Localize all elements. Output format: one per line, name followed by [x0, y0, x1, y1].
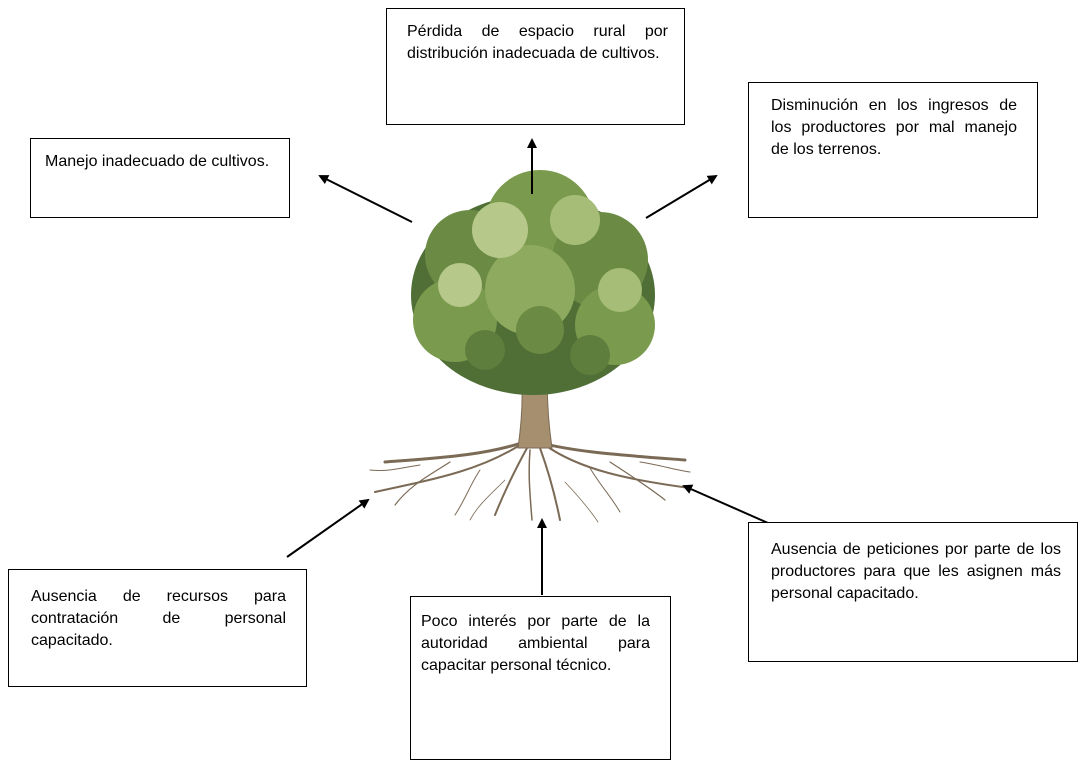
cause-box-bottom-center: Poco interés por parte de la autoridad a… — [410, 596, 671, 760]
effect-box-top-right: Disminución en los ingresos de los produ… — [748, 82, 1038, 218]
arrow-from-bottom-right — [682, 484, 769, 524]
effect-text-top-left: Manejo inadecuado de cultivos. — [45, 153, 270, 170]
tree-roots — [369, 438, 691, 523]
arrow-from-bottom-left — [286, 498, 370, 558]
arrow-to-top-right — [645, 174, 718, 219]
cause-text-bottom-center: Poco interés por parte de la autoridad a… — [421, 613, 650, 674]
effect-text-top-center: Pérdida de espacio rural por distribució… — [407, 23, 668, 62]
cause-text-bottom-left: Ausencia de recursos para contratación d… — [31, 588, 286, 649]
cause-box-bottom-left: Ausencia de recursos para contratación d… — [8, 569, 307, 687]
cause-text-bottom-right: Ausencia de peticiones por parte de los … — [771, 541, 1061, 602]
effect-box-top-center: Pérdida de espacio rural por distribució… — [386, 8, 685, 125]
arrow-to-top-left — [318, 175, 413, 223]
effect-text-top-right: Disminución en los ingresos de los produ… — [771, 97, 1017, 158]
tree-illustration — [369, 170, 691, 523]
effect-box-top-left: Manejo inadecuado de cultivos. — [30, 138, 290, 218]
cause-box-bottom-right: Ausencia de peticiones por parte de los … — [748, 522, 1078, 662]
tree-foliage — [411, 170, 655, 395]
